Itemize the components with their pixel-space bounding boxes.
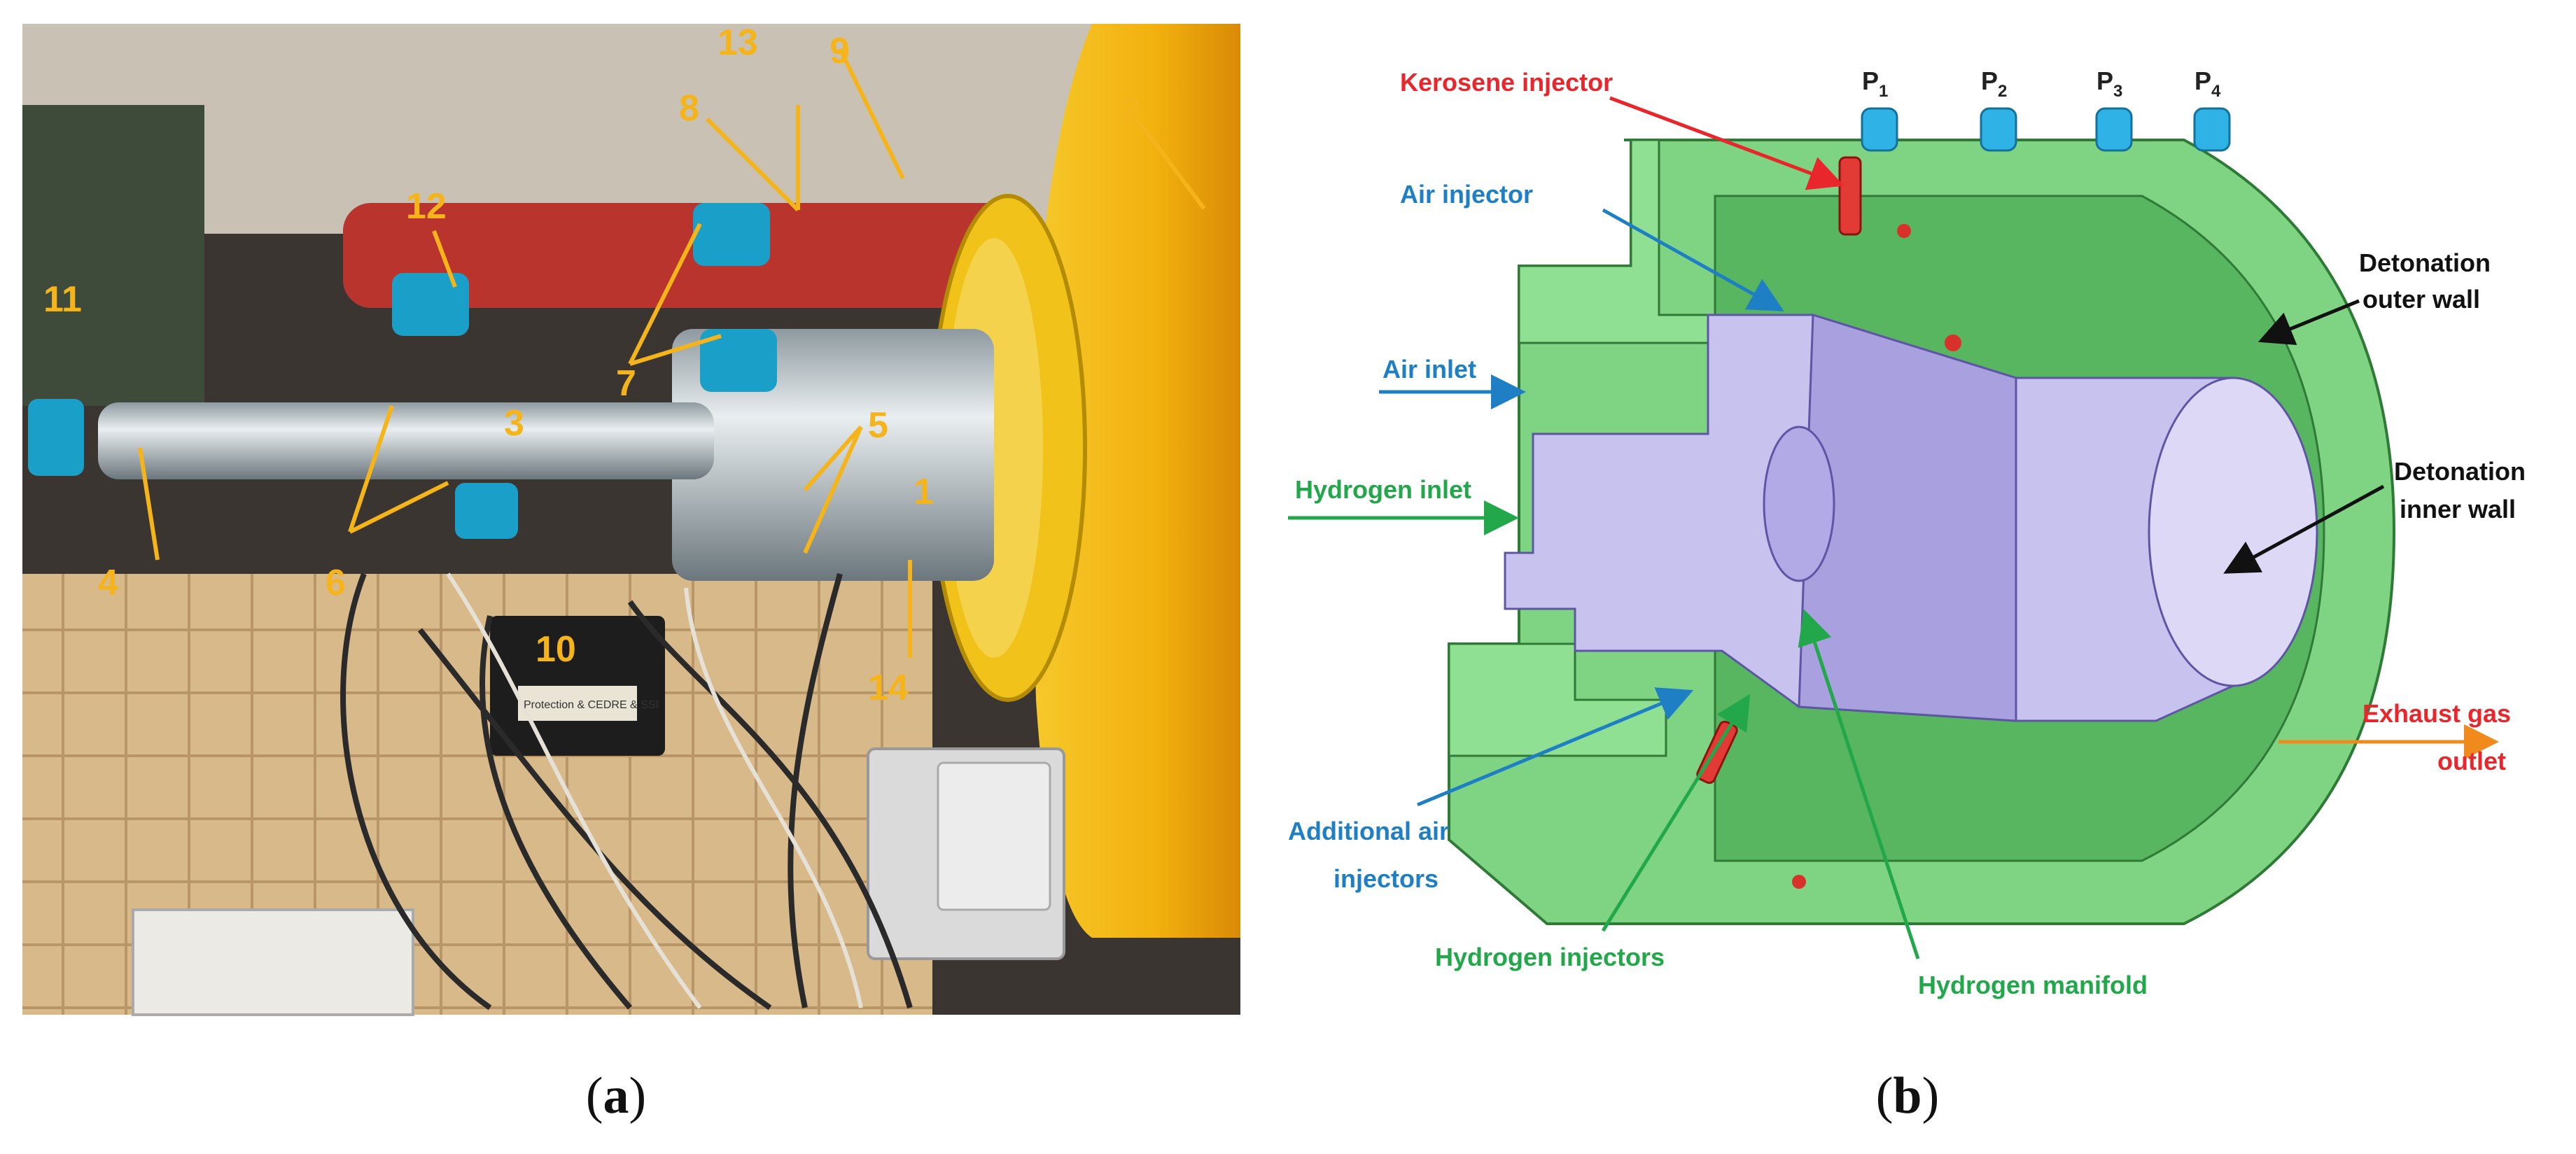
arrow-hydrogen-manifold [1798,609,1920,959]
photo-number-12: 12 [406,186,447,227]
photo-number-9: 9 [830,31,850,71]
photo-number-4: 4 [98,563,118,603]
photo-yellow-tank [1029,24,1240,938]
photo-red-pipe [343,203,1043,308]
port-label-p3: P3 [2096,66,2122,101]
label-additional-air-2: injectors [1334,864,1438,893]
arrow-hydrogen-injectors [1601,694,1751,932]
photo-blue-valve-5 [455,483,518,539]
photo-left-equipment [22,105,204,406]
photo-number-8: 8 [679,88,699,129]
photo-number-6: 6 [326,563,346,603]
photo-bottom-box [132,908,414,1016]
label-air-injector: Air injector [1400,180,1533,209]
caption-a: (a) [586,1067,646,1125]
photo-blue-valve-1 [392,273,469,336]
pressure-port-2 [1980,107,2017,152]
label-exhaust-2: outlet [2437,747,2506,775]
panel-b-diagram [1448,107,2396,925]
label-hydrogen-manifold: Hydrogen manifold [1918,971,2148,999]
photo-number-11: 11 [43,279,82,320]
inner-body-front-face [2148,377,2318,687]
kerosene-injector-tube [1838,156,1862,236]
photo-number-2: 2 [1120,90,1140,131]
port-label-p2: P2 [1981,66,2007,101]
photo-box-sticker [518,686,637,721]
photo-grey-box-lid [937,761,1051,911]
label-hydrogen-inlet: Hydrogen inlet [1295,475,1471,504]
panel-a-photo: 1 2 3 4 5 6 7 8 9 10 11 12 13 14 Protect… [22,22,1240,1016]
pressure-port-3 [2095,107,2133,152]
label-kerosene-injector: Kerosene injector [1400,68,1613,97]
photo-cables-white [446,572,863,1009]
red-hole-1 [1897,224,1911,238]
label-air-inlet: Air inlet [1382,355,1476,384]
port-label-p4: P4 [2194,66,2221,101]
red-hole-2 [1945,335,1961,351]
annotation-arrows [1288,96,2499,959]
port-label-p1: P1 [1862,66,1888,101]
label-det-outer-2: outer wall [2362,285,2480,314]
photo-number-5: 5 [868,405,888,446]
arrow-additional-air [1417,687,1694,807]
air-inlet-bore [1763,425,1835,582]
photo-blue-valve-4 [28,399,84,476]
label-hydrogen-injectors: Hydrogen injectors [1435,943,1665,971]
photo-steel-tube [98,402,714,479]
photo-leader-lines [138,48,1206,658]
photo-number-14: 14 [868,668,909,708]
arrow-kerosene [1609,96,1844,190]
photo-number-13: 13 [718,22,758,63]
photo-wall [22,24,1240,234]
red-hole-3 [1792,875,1806,889]
label-exhaust-1: Exhaust gas [2362,699,2511,728]
label-det-outer-1: Detonation [2359,248,2491,277]
photo-number-1: 1 [913,472,934,512]
photo-number-10: 10 [536,629,576,670]
photo-blue-valve-3 [700,329,777,392]
photo-number-3: 3 [504,403,524,444]
pressure-ports [1861,107,2231,152]
label-det-inner-1: Detonation [2394,457,2526,486]
arrow-outer-wall [2258,299,2360,346]
pressure-port-4 [2193,107,2231,152]
arrow-air-injector [1602,208,1784,311]
label-det-inner-2: inner wall [2400,495,2516,523]
photo-box-sticker-text: Protection & CEDRE & SSI [524,699,659,711]
photo-blue-valve-2 [693,203,770,266]
photo-number-7: 7 [616,363,636,404]
arrow-inner-wall [2223,484,2385,574]
pressure-port-1 [1861,107,1898,152]
label-additional-air-1: Additional air [1288,817,1449,845]
caption-b: (b) [1876,1067,1939,1125]
